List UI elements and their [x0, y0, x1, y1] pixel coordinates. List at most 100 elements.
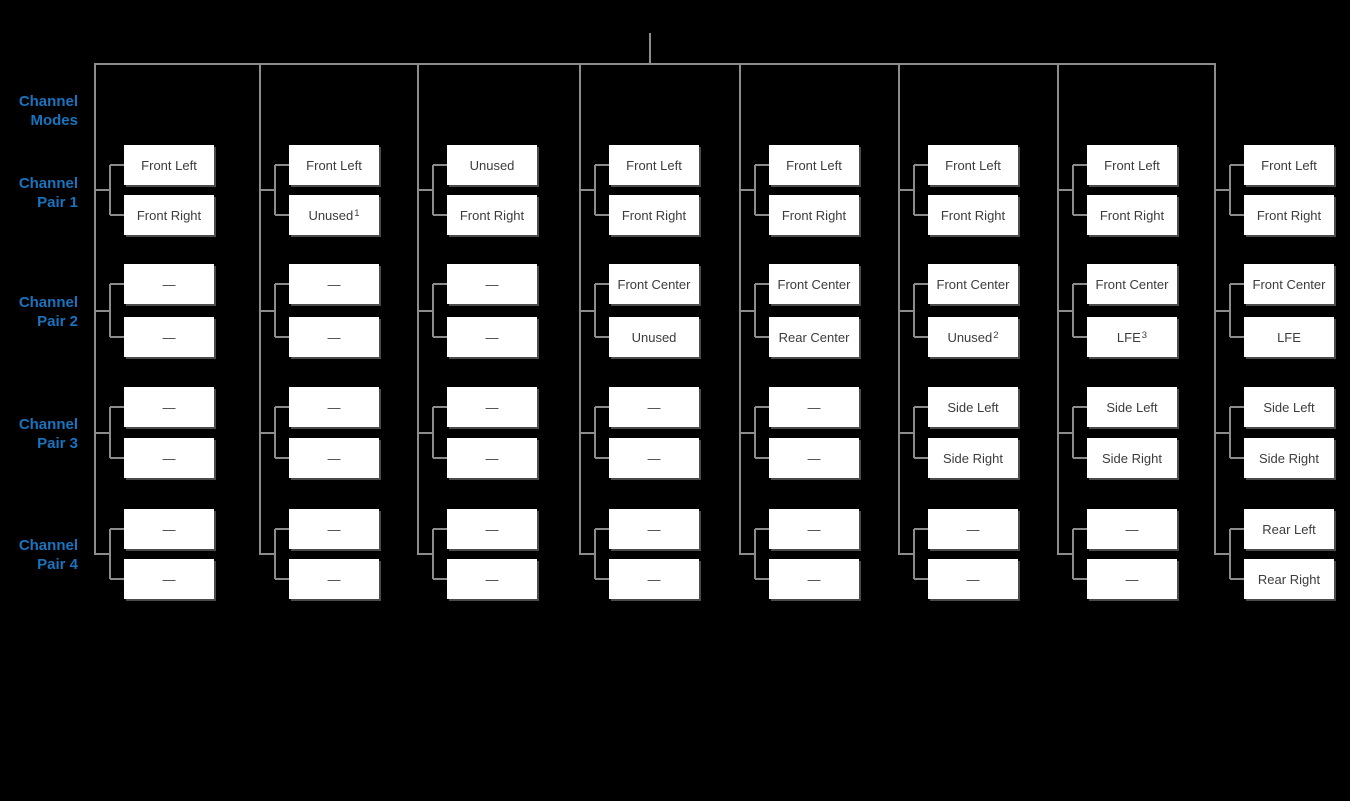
- pair-bracket-line: [109, 407, 111, 458]
- pair-stub-line: [433, 283, 447, 285]
- pair-bracket-line: [594, 165, 596, 215]
- channel-box: Front Center: [1087, 264, 1177, 304]
- channel-box-label: Unused: [947, 329, 993, 345]
- pair-stub-line: [755, 528, 769, 530]
- pair-connector-line: [260, 553, 275, 555]
- pair-bracket-line: [1229, 407, 1231, 458]
- pair-connector-line: [1058, 189, 1073, 191]
- channel-box: Front Center: [1244, 264, 1334, 304]
- pair-connector-line: [1058, 553, 1073, 555]
- pair-stub-line: [755, 457, 769, 459]
- channel-box: —: [124, 387, 214, 427]
- channel-box: Front Right: [928, 195, 1018, 235]
- pair-bracket-line: [1072, 165, 1074, 215]
- channel-box: —: [928, 559, 1018, 599]
- channel-box-label: Side Left: [947, 399, 999, 415]
- channel-box: Unused: [609, 317, 699, 357]
- row-label-line: Channel: [18, 294, 78, 311]
- channel-box: —: [769, 438, 859, 478]
- pair-stub-line: [275, 528, 289, 530]
- pair-stub-line: [433, 457, 447, 459]
- pair-connector-line: [899, 553, 914, 555]
- channel-box: Front Right: [609, 195, 699, 235]
- pair-stub-line: [914, 283, 928, 285]
- channel-box-label: —: [162, 399, 176, 415]
- channel-box: Side Left: [928, 387, 1018, 427]
- pair-bracket-line: [274, 407, 276, 458]
- pair-connector-line: [95, 189, 110, 191]
- channel-box-label: —: [1125, 571, 1139, 587]
- row-label-line: Pair 3: [37, 435, 78, 452]
- channel-box-label: —: [162, 329, 176, 345]
- channel-box-label: —: [1125, 521, 1139, 537]
- row-label-line: Channel: [18, 93, 78, 110]
- channel-box: —: [769, 387, 859, 427]
- pair-bracket-line: [754, 165, 756, 215]
- channel-box: Front Left: [1087, 145, 1177, 185]
- pair-bracket-line: [913, 165, 915, 215]
- channel-box-label: Front Left: [945, 157, 1001, 173]
- pair-bracket-line: [594, 529, 596, 579]
- channel-box: Front Center: [609, 264, 699, 304]
- pair-connector-line: [418, 553, 433, 555]
- channel-box-label: —: [327, 399, 341, 415]
- pair-stub-line: [595, 214, 609, 216]
- pair-stub-line: [275, 336, 289, 338]
- pair-bracket-line: [754, 284, 756, 337]
- mode-trunk-line: [94, 63, 96, 555]
- channel-box-label: Rear Right: [1257, 571, 1321, 587]
- mode-trunk-line: [898, 63, 900, 555]
- pair-stub-line: [110, 164, 124, 166]
- channel-box-label: Front Center: [777, 276, 851, 292]
- row-label-line: Pair 4: [37, 556, 78, 573]
- pair-stub-line: [914, 164, 928, 166]
- pair-stub-line: [433, 578, 447, 580]
- pair-connector-line: [1215, 553, 1230, 555]
- channel-box: Side Right: [1244, 438, 1334, 478]
- pair-stub-line: [755, 336, 769, 338]
- channel-box-label: Unused: [308, 207, 354, 223]
- pair-connector-line: [580, 310, 595, 312]
- pair-stub-line: [433, 164, 447, 166]
- pair-stub-line: [433, 336, 447, 338]
- pair-bracket-line: [594, 284, 596, 337]
- pair-bracket-line: [913, 284, 915, 337]
- channel-box-label: Side Right: [1259, 450, 1319, 466]
- row-label-line: Modes: [30, 112, 78, 129]
- channel-box-label: —: [807, 571, 821, 587]
- channel-box: Front Center: [928, 264, 1018, 304]
- pair-connector-line: [1215, 189, 1230, 191]
- channel-box: —: [289, 387, 379, 427]
- channel-box: —: [1087, 509, 1177, 549]
- pair-connector-line: [740, 189, 755, 191]
- pair-stub-line: [1230, 578, 1244, 580]
- channel-box-label: Side Left: [1106, 399, 1158, 415]
- pair-stub-line: [595, 406, 609, 408]
- pair-connector-line: [95, 432, 110, 434]
- pair-stub-line: [433, 214, 447, 216]
- channel-box-label: Front Right: [621, 207, 687, 223]
- pair-connector-line: [1058, 310, 1073, 312]
- channel-box: Front Left: [124, 145, 214, 185]
- channel-box-label: —: [162, 450, 176, 466]
- channel-box-label: Unused: [469, 157, 515, 173]
- pair-stub-line: [1073, 406, 1087, 408]
- pair-stub-line: [595, 457, 609, 459]
- pair-connector-line: [1215, 310, 1230, 312]
- pair-bracket-line: [1229, 284, 1231, 337]
- channel-box: Side Left: [1087, 387, 1177, 427]
- channel-box: —: [447, 264, 537, 304]
- pair-bracket-line: [109, 165, 111, 215]
- channel-box: Front Right: [769, 195, 859, 235]
- channel-box: —: [124, 317, 214, 357]
- pair-connector-line: [95, 310, 110, 312]
- channel-box-label: Front Left: [1261, 157, 1317, 173]
- channel-box: Front Right: [447, 195, 537, 235]
- channel-box-label: Front Right: [940, 207, 1006, 223]
- pair-stub-line: [1073, 578, 1087, 580]
- channel-box-label: —: [807, 521, 821, 537]
- channel-box-label: LFE: [1277, 329, 1301, 345]
